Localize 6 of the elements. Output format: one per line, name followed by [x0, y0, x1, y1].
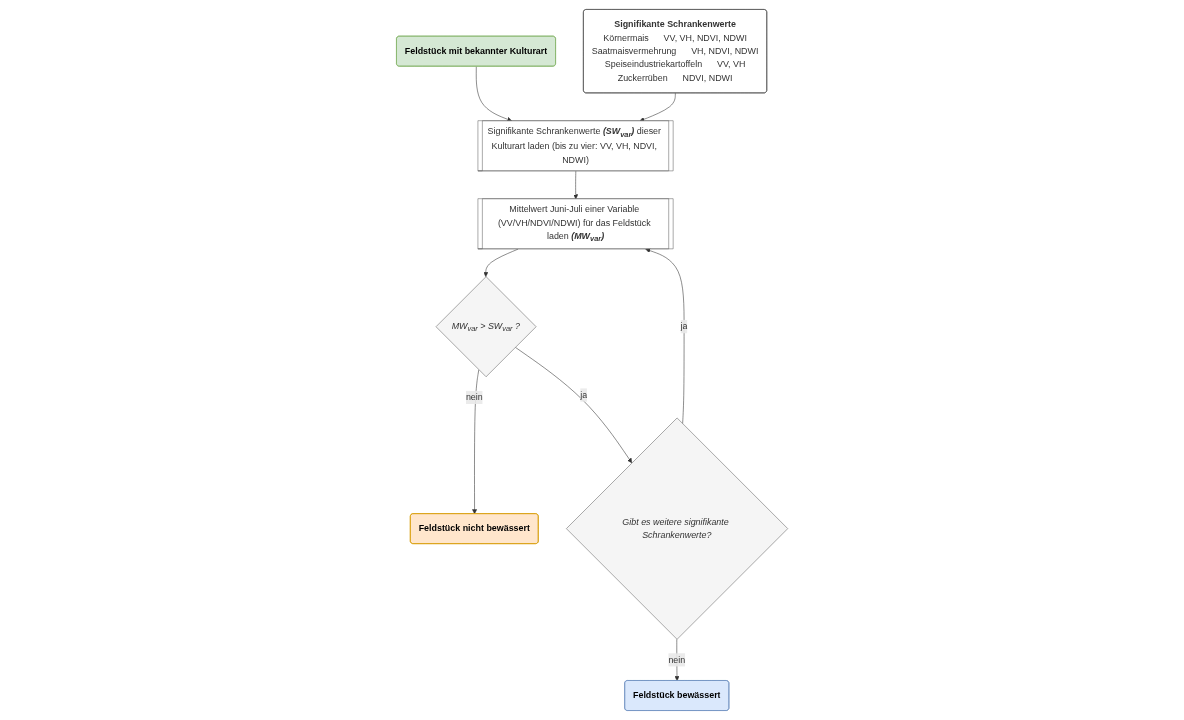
edge-label: nein	[465, 392, 483, 402]
edge-label: nein	[668, 654, 686, 665]
edge-label: ja	[580, 390, 588, 400]
node-diamond: Gibt es weitere signifikante Schrankenwerte?	[566, 417, 788, 640]
node-diamond: MW$_{var}$ > SW$_{var}$ ?	[435, 276, 537, 378]
edge-label: ja	[680, 321, 688, 332]
